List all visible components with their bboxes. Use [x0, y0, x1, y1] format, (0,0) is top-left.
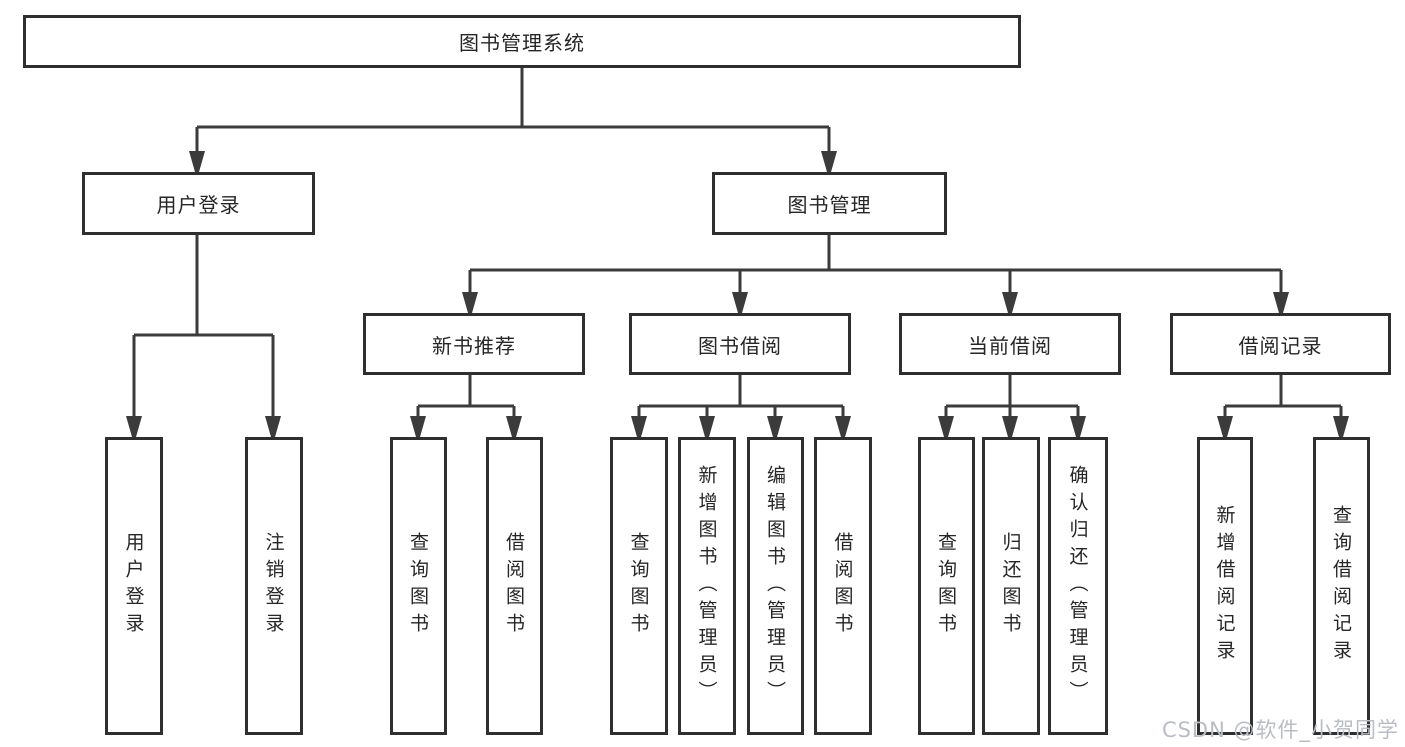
- node-library-system: 图书管理系统: [23, 15, 1021, 68]
- node-user-login: 用户登录: [82, 172, 315, 235]
- connector-edges: [132, 68, 1343, 417]
- node-leaf-query-books-3: 查询图书: [918, 437, 975, 735]
- node-leaf-query-books-2: 查询图书: [610, 437, 668, 735]
- node-leaf-confirm-return-admin: 确认归还（管理员）: [1048, 437, 1108, 735]
- node-current-borrowing: 当前借阅: [899, 313, 1121, 375]
- node-leaf-borrow-books-2: 借阅图书: [814, 437, 872, 735]
- node-leaf-return-books: 归还图书: [982, 437, 1040, 735]
- node-new-book-recommend: 新书推荐: [363, 313, 585, 375]
- csdn-watermark: CSDN @软件_小贺同学: [1161, 718, 1399, 742]
- node-leaf-user-login: 用户登录: [105, 437, 163, 735]
- node-borrowing-records: 借阅记录: [1170, 313, 1391, 375]
- node-leaf-add-books-admin: 新增图书（管理员）: [678, 437, 736, 735]
- node-leaf-logout: 注销登录: [245, 437, 303, 735]
- node-book-borrowing: 图书借阅: [629, 313, 851, 375]
- node-leaf-query-books-1: 查询图书: [390, 437, 447, 735]
- arrowheads: [126, 151, 1349, 437]
- node-leaf-borrow-books-1: 借阅图书: [486, 437, 543, 735]
- node-leaf-query-borrow-record: 查询借阅记录: [1313, 437, 1370, 735]
- node-leaf-edit-books-admin: 编辑图书（管理员）: [747, 437, 804, 735]
- node-leaf-add-borrow-record: 新增借阅记录: [1197, 437, 1253, 735]
- node-book-management: 图书管理: [712, 172, 947, 235]
